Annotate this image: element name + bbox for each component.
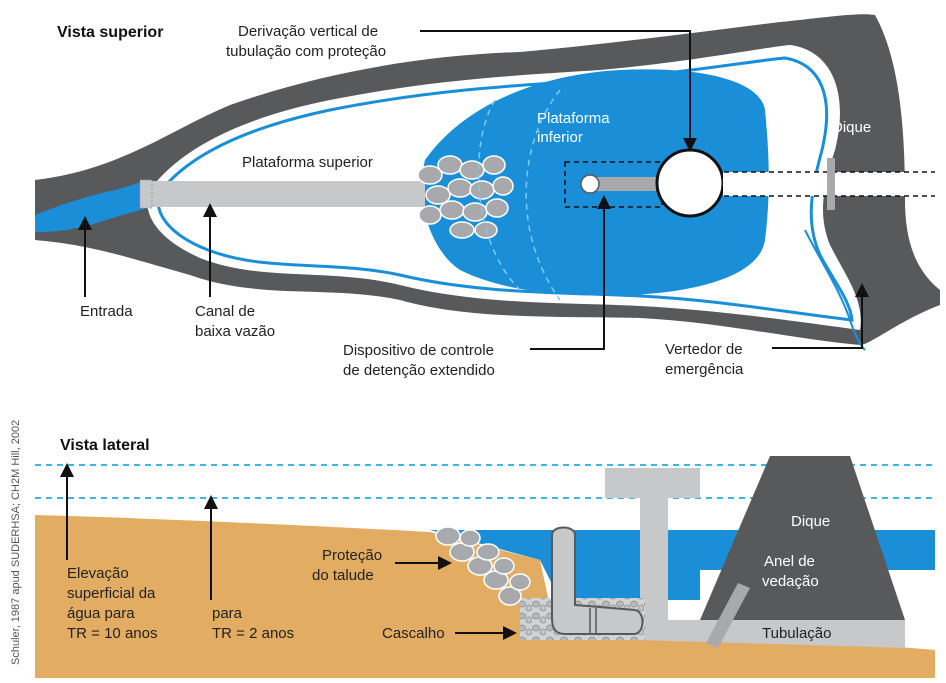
arrowhead-detention [597, 195, 611, 209]
inlet-grate [139, 179, 153, 209]
arrow-riser [420, 30, 691, 140]
label-lower-platform-1: Plataforma [537, 110, 610, 127]
arrowhead-tr2 [204, 495, 218, 509]
side-view-title: Vista lateral [60, 437, 150, 454]
rock-slope-protection [435, 526, 531, 606]
top-view [35, 14, 940, 351]
label-slope-protection-1: Proteção [322, 547, 382, 564]
seal-ring [706, 583, 750, 648]
contour-dashed-1 [477, 99, 521, 291]
arrowhead-channel [203, 203, 217, 217]
inlet-stream [35, 180, 150, 232]
side-soil-bottom [520, 640, 935, 678]
label-vertical-riser-1: Derivação vertical de [238, 23, 378, 40]
arrowhead-riser [683, 138, 697, 152]
arrow-spillway [772, 295, 863, 349]
label-elevation-1: Elevação [67, 565, 129, 582]
label-channel-1: Canal de [195, 303, 255, 320]
image-credit: Schuler, 1987 apud SUDERHSA; CH2M Hill, … [10, 420, 22, 665]
label-detention-1: Dispositivo de controle [343, 342, 494, 359]
label-tr2-2: TR = 2 anos [212, 625, 294, 642]
label-elevation-4: TR = 10 anos [67, 625, 157, 642]
pond-blue-outline [156, 56, 854, 322]
side-view-arrows [60, 463, 517, 640]
top-view-title: Vista superior [57, 24, 163, 41]
label-inlet: Entrada [80, 303, 133, 320]
device-pipe [590, 177, 660, 191]
label-tr2-1: para [212, 605, 243, 622]
label-channel-2: baixa vazão [195, 323, 275, 340]
label-detention-2: de detenção extendido [343, 362, 495, 379]
device-inlet [580, 174, 600, 194]
contour-dashed-2 [525, 89, 561, 301]
arrowhead-elevation [60, 463, 74, 477]
arrowhead-inlet [78, 216, 92, 230]
detention-l-pipe [551, 526, 644, 635]
dike-seal-top [827, 158, 835, 210]
label-dike-side: Dique [791, 513, 830, 530]
label-upper-platform: Plataforma superior [242, 154, 373, 171]
arrowhead-slope [438, 556, 452, 570]
top-view-arrows [78, 30, 869, 350]
arrowhead-spillway [855, 283, 869, 297]
low-flow-channel [150, 181, 425, 207]
spillway-line [804, 229, 866, 351]
side-pipe [640, 620, 905, 648]
label-elevation-2: superficial da [67, 585, 156, 602]
label-seal-ring-1: Anel de [764, 553, 815, 570]
arrow-detention [530, 207, 605, 350]
label-spillway-2: emergência [665, 361, 744, 378]
label-slope-protection-2: do talude [312, 567, 374, 584]
vertical-riser [655, 148, 725, 218]
label-spillway-1: Vertedor de [665, 341, 743, 358]
side-view [35, 456, 935, 678]
label-elevation-3: água para [67, 605, 135, 622]
riser-top-cap [605, 468, 700, 498]
side-dike [700, 456, 905, 620]
label-seal-ring-2: vedação [762, 573, 819, 590]
label-vertical-riser-2: tubulação com proteção [226, 43, 386, 60]
arrowhead-gravel [503, 626, 517, 640]
label-pipe: Tubulação [762, 625, 832, 642]
label-dike-top: Dique [832, 119, 871, 136]
label-gravel: Cascalho [382, 625, 445, 642]
label-lower-platform-2: inferior [537, 129, 583, 146]
